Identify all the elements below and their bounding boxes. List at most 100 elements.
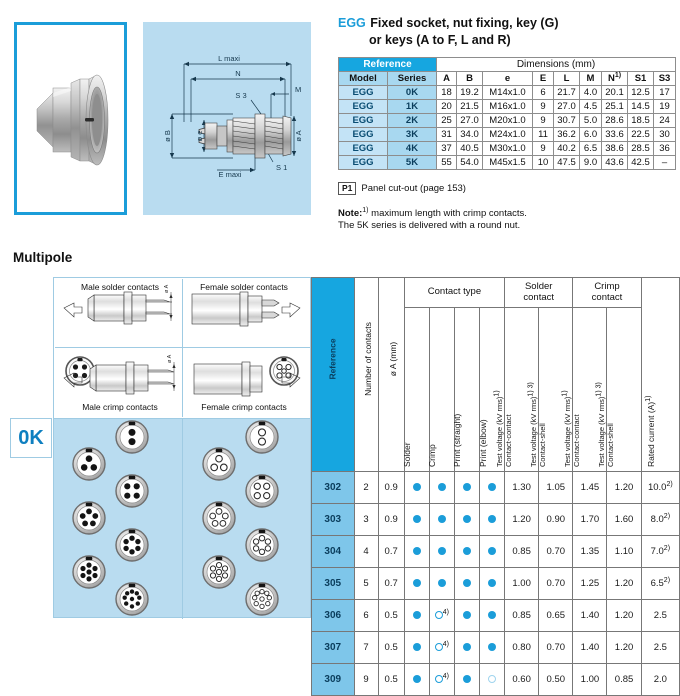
- pin-layout-male-6: [115, 528, 149, 562]
- cell-l: 47.5: [553, 155, 580, 170]
- subheader-n-footnote: 1): [614, 71, 622, 79]
- rated-footnote: 2): [663, 576, 671, 584]
- mp-header-crimp-cc-text: Test voltage (kV rms)1)Contact-contact: [561, 390, 581, 467]
- multipole-section: Male solder contacts Female solder conta…: [0, 277, 680, 696]
- cell-crimp-cs: 1.20: [606, 471, 642, 504]
- egg-code: EGG: [338, 16, 366, 30]
- dot-filled: [462, 611, 471, 620]
- dot-open-pale: [488, 675, 497, 684]
- contacts-vertical-divider: [182, 279, 183, 417]
- cell-solder: [403, 535, 430, 568]
- dot-filled: [412, 675, 421, 684]
- table-row: EGG 3K 31 34.0 M24x1.0 11 36.2 6.0 33.6 …: [338, 127, 676, 142]
- label-male-solder-contacts: Male solder contacts: [81, 282, 159, 292]
- cell-crimp-cc: 1.40: [572, 599, 608, 632]
- cell-model: EGG: [338, 99, 388, 114]
- dot-filled: [437, 483, 446, 492]
- cell-reference: 309: [311, 663, 355, 696]
- cell-m: 6.0: [579, 127, 602, 142]
- cell-model: EGG: [338, 127, 388, 142]
- cell-s1: 14.5: [627, 99, 654, 114]
- cell-solder-cc: 0.85: [504, 599, 540, 632]
- mp-header-rated-current-text: Rated current (A)1): [644, 395, 656, 467]
- label-dia-a-male-crimp: ø A: [167, 354, 173, 363]
- mp-blank-dia: [377, 277, 405, 472]
- cell-dia-a: 0.5: [377, 599, 405, 632]
- cell-e: M16x1.0: [482, 99, 533, 114]
- crimp-group-l1: Crimp: [594, 281, 620, 292]
- cell-s3: 19: [653, 99, 676, 114]
- cell-crimp-cs: 1.20: [606, 599, 642, 632]
- crimp-footnote: 4): [442, 640, 450, 648]
- cell-contacts: 9: [353, 663, 379, 696]
- cell-e-upper: 9: [532, 99, 554, 114]
- cell-dia-a: 0.9: [377, 503, 405, 536]
- cell-solder-cc: 1.20: [504, 503, 540, 536]
- mp-header-crimp-cs-text: Test voltage (kV rms)1) 3)Contact-shell: [595, 382, 616, 467]
- dot-filled: [412, 643, 421, 652]
- crimp-footnote: 4): [442, 672, 450, 680]
- table-row: 303 3 0.9 1.20 0.90 1.70 1.60 8.02): [311, 503, 680, 536]
- cell-b: 21.5: [456, 99, 483, 114]
- label-l-maxi: L maxi: [218, 54, 240, 63]
- dot-open: [434, 675, 443, 684]
- cell-crimp-cs: 1.60: [606, 503, 642, 536]
- rated-value: 10.0: [647, 482, 667, 493]
- cell-s1: 42.5: [627, 155, 654, 170]
- cell-l: 40.2: [553, 141, 580, 156]
- subheader-n-text: N: [607, 73, 615, 84]
- cell-print-straight: [453, 567, 481, 600]
- mp-header-solder-text: Solder: [402, 442, 413, 467]
- cell-solder-cs: 0.65: [538, 599, 574, 632]
- cell-s1: 18.5: [627, 113, 654, 128]
- cell-rated-current: 10.02): [640, 471, 680, 504]
- dot-filled: [488, 579, 497, 588]
- dimension-drawing-panel: L maxi N S 3 M E maxi S 1 ø B ø e ø A: [143, 22, 311, 215]
- mp-header-print-straight: Print (straight): [452, 307, 481, 472]
- egg-title-line1: Fixed socket, nut fixing, key (G): [370, 16, 559, 30]
- label-s1: S 1: [276, 163, 287, 172]
- cell-series: 4K: [387, 141, 437, 156]
- table-sub-header-row: Model Series A B e E L M N1) S1 S3: [338, 71, 676, 86]
- cell-s3: –: [653, 155, 676, 170]
- cell-series: 5K: [387, 155, 437, 170]
- cell-solder: [403, 471, 430, 504]
- cell-a: 25: [436, 113, 457, 128]
- cell-rated-current: 2.0: [640, 663, 680, 696]
- dot-filled: [412, 547, 421, 556]
- crimp-group-l2: contact: [591, 291, 623, 303]
- label-female-crimp-contacts: Female crimp contacts: [201, 402, 287, 412]
- top-section: L maxi N S 3 M E maxi S 1 ø B ø e ø A EG…: [0, 0, 680, 240]
- table-row: 309 9 0.5 4) 0.60 0.50 1.00 0.85 2.0: [311, 663, 680, 696]
- cell-n: 33.6: [601, 127, 628, 142]
- cell-crimp-cc: 1.45: [572, 471, 608, 504]
- label-female-solder-contacts: Female solder contacts: [200, 282, 288, 292]
- pin-layout-male-3: [72, 447, 106, 481]
- cell-contacts: 2: [353, 471, 379, 504]
- subheader-series: Series: [387, 71, 437, 86]
- pin-layout-female-3: [202, 447, 236, 481]
- dot-open: [434, 611, 443, 620]
- cell-print-straight: [453, 599, 481, 632]
- subheader-n: N1): [601, 71, 628, 86]
- multipole-title: Multipole: [13, 250, 73, 265]
- rated-value: 7.0: [650, 546, 664, 557]
- subheader-b: B: [456, 71, 483, 86]
- cell-dia-a: 0.5: [377, 631, 405, 664]
- table-row: 304 4 0.7 0.85 0.70 1.35 1.10 7.02): [311, 535, 680, 568]
- dimensions-table: Reference Dimensions (mm) Model Series A…: [338, 57, 676, 170]
- mp-vertical-header-row: Solder Crimp Print (straight) Print (elb…: [312, 307, 680, 472]
- label-male-crimp-contacts: Male crimp contacts: [82, 402, 158, 412]
- label-s3: S 3: [235, 91, 246, 100]
- multipole-data-table: Contact type Solder contact Crimp contac…: [311, 277, 680, 696]
- header-dimensions: Dimensions (mm): [436, 57, 676, 72]
- subheader-e-upper: E: [532, 71, 554, 86]
- cell-print-straight: [453, 503, 481, 536]
- dot-filled: [462, 675, 471, 684]
- cell-reference: 302: [311, 471, 355, 504]
- cell-series: 3K: [387, 127, 437, 142]
- label-e-maxi: E maxi: [219, 170, 242, 179]
- cell-e: M30x1.0: [482, 141, 533, 156]
- cell-solder-cs: 0.70: [538, 567, 574, 600]
